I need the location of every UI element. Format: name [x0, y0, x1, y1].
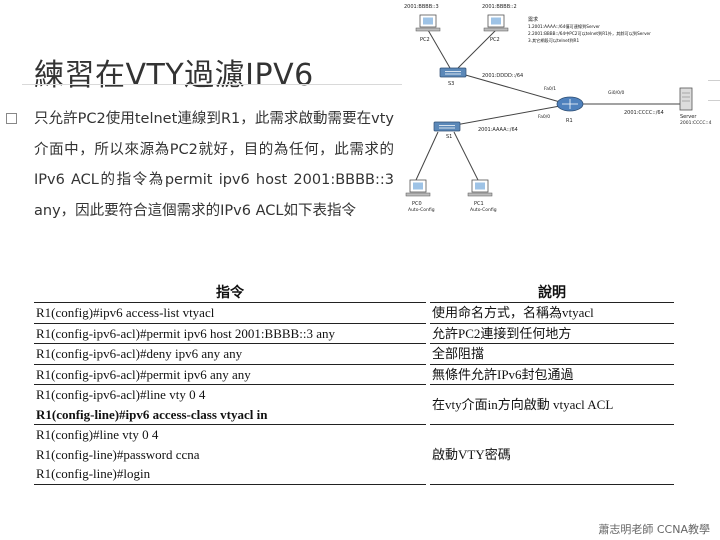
table-row: R1(config-ipv6-acl)#permit ipv6 host 200…: [34, 323, 674, 344]
slide-title: 練習在VTY過濾IPV6: [34, 58, 314, 93]
pc-config-label: Auto-Config: [408, 207, 435, 213]
network-topology-diagram: 2001:BBBB::3 PC2 2001:BBBB::2 PC2 S3 200…: [404, 4, 712, 213]
network-label: 2001:DDDD::/64: [482, 73, 523, 79]
description-cell: 在vty介面in方向啟動 vtyacl ACL: [430, 384, 674, 425]
switch-icon: [433, 121, 461, 132]
link: [461, 73, 561, 103]
link: [427, 29, 451, 69]
command-line: R1(config-ipv6-acl)#deny ipv6 any any: [36, 346, 243, 361]
link: [449, 105, 561, 127]
command-line: R1(config-line)#password ccna: [36, 446, 200, 462]
command-cell: R1(config-ipv6-acl)#deny ipv6 any any: [34, 343, 426, 365]
title-rule: [22, 84, 402, 85]
table-row: R1(config-ipv6-acl)#line vty 0 4 R1(confi…: [34, 384, 674, 425]
pc-screen: [491, 17, 501, 25]
description-cell: 使用命名方式，名稱為vtyacl: [430, 302, 674, 324]
router-arrows: [562, 99, 578, 109]
command-cell: R1(config)#line vty 0 4 R1(config-line)#p…: [34, 424, 426, 485]
footer-credit: 蕭志明老師 CCNA教學: [598, 523, 710, 536]
pc-screen: [413, 182, 423, 190]
pc-keyboard: [405, 192, 431, 197]
note-line: 1.2001:AAAA::/64僅可連線到Server: [528, 23, 600, 30]
server-icon: [679, 87, 693, 111]
interface-label: Gi0/0/0: [608, 90, 624, 96]
note-line: 3.其它網段可以telnet到R1: [528, 37, 579, 44]
server-address-label: 2001:CCCC::4: [680, 120, 712, 126]
pc-label: PC1: [474, 201, 484, 207]
notes-header: 需求: [528, 16, 538, 23]
pc-label: PC2: [490, 37, 500, 43]
command-line: R1(config-line)#ipv6 access-class vtyacl…: [36, 406, 268, 422]
switch-label: S1: [446, 134, 452, 140]
command-cell: R1(config)#ipv6 access-list vtyacl: [34, 302, 426, 324]
switch-icon: [439, 67, 467, 78]
table-header-description: 說明: [430, 282, 674, 303]
pc-keyboard: [467, 192, 493, 197]
command-cell: R1(config-ipv6-acl)#line vty 0 4 R1(confi…: [34, 384, 426, 425]
server-label: Server: [680, 114, 697, 120]
link: [453, 131, 479, 181]
command-line: R1(config-ipv6-acl)#permit ipv6 any any: [36, 366, 251, 382]
router-label: R1: [566, 118, 573, 124]
switch-arrows: [445, 71, 461, 75]
command-line: R1(config)#ipv6 access-list vtyacl: [36, 305, 215, 320]
description-cell: 允許PC2連接到任何地方: [430, 323, 674, 344]
pc-keyboard: [483, 27, 509, 32]
bullet-square-icon: [6, 113, 17, 124]
pc-label: PC2: [420, 37, 430, 43]
command-line: R1(config)#line vty 0 4: [36, 427, 159, 442]
interface-label: Fa0/1: [544, 86, 556, 92]
network-label: 2001:AAAA::/64: [478, 127, 518, 133]
server-slots: [682, 92, 690, 102]
note-line: 2.2001:BBBB::/64中PC2可以telnet到R1外，其餘可以到Se…: [528, 30, 651, 37]
command-table: 指令 說明 R1(config)#ipv6 access-list vtyacl…: [34, 282, 674, 485]
command-cell: R1(config-ipv6-acl)#permit ipv6 any any: [34, 364, 426, 385]
decor-line: [708, 80, 720, 81]
table-header-row: 指令 說明: [34, 282, 674, 303]
command-cell: R1(config-ipv6-acl)#permit ipv6 host 200…: [34, 323, 426, 344]
interface-label: Fa0/0: [538, 114, 550, 120]
pc-label: PC0: [412, 201, 422, 207]
table-row: R1(config-ipv6-acl)#permit ipv6 any any 無…: [34, 364, 674, 385]
command-line: R1(config-line)#login: [36, 466, 151, 481]
pc-config-label: Auto-Config: [470, 207, 497, 213]
description-cell: 全部阻擋: [430, 343, 674, 365]
decor-line: [708, 100, 720, 101]
table-body: R1(config)#ipv6 access-list vtyacl 使用命名方式…: [34, 302, 674, 485]
table-header-command: 指令: [34, 282, 426, 303]
description-cell: 無條件允許IPv6封包通過: [430, 364, 674, 385]
table-row: R1(config)#ipv6 access-list vtyacl 使用命名方式…: [34, 302, 674, 324]
table-row: R1(config-ipv6-acl)#deny ipv6 any any 全部阻…: [34, 343, 674, 365]
pc-screen: [475, 182, 485, 190]
description-cell: 啟動VTY密碼: [430, 424, 674, 485]
pc-keyboard: [415, 27, 441, 32]
network-label: 2001:CCCC::/64: [624, 110, 664, 116]
pc-address-label: 2001:BBBB::3: [404, 4, 439, 10]
body-paragraph: 只允許PC2使用telnet連線到R1，此需求啟動需要在vty介面中，所以來源為…: [34, 111, 394, 219]
link: [457, 29, 497, 69]
command-line: R1(config-ipv6-acl)#permit ipv6 host 200…: [36, 325, 335, 341]
pc-address-label: 2001:BBBB::2: [482, 4, 517, 10]
command-line: R1(config-ipv6-acl)#line vty 0 4: [36, 387, 206, 402]
link: [415, 131, 439, 181]
switch-label: S3: [448, 81, 454, 87]
switch-arrows: [439, 125, 455, 129]
pc-screen: [423, 17, 433, 25]
table-row: R1(config)#line vty 0 4 R1(config-line)#p…: [34, 424, 674, 485]
